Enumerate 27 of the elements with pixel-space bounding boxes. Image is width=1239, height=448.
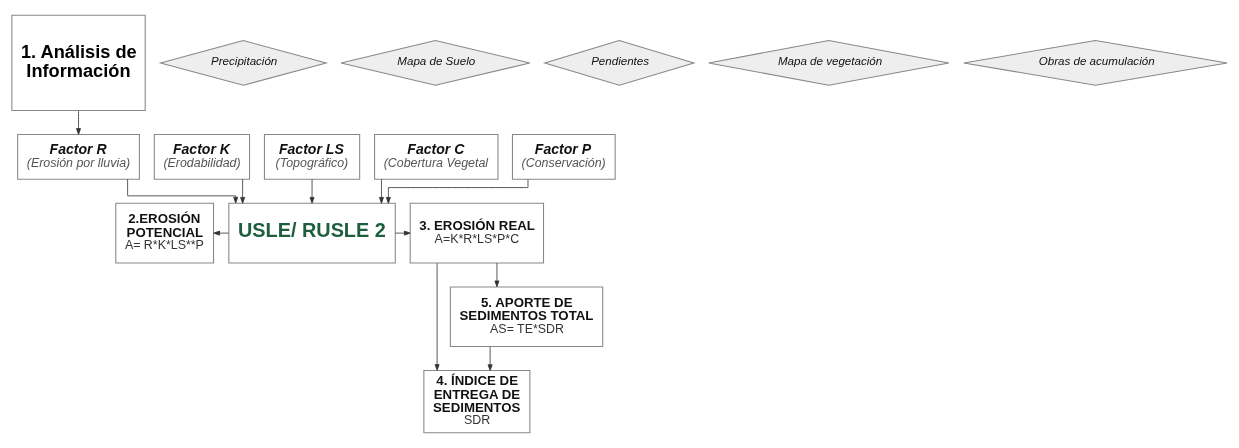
node-box: Factor LS (Topográfico) [263, 134, 361, 180]
node-diamond: Precipitación [158, 40, 329, 86]
arrow [240, 178, 246, 204]
node-diamond: Obras de acumulación [963, 40, 1228, 86]
node-diamond: Mapa de Suelo [340, 40, 531, 86]
arrow [213, 230, 230, 236]
node-box: Factor P (Conservación) [511, 134, 616, 180]
arrow [395, 230, 411, 236]
arrow [76, 110, 81, 135]
node-diamond: Pendientes [542, 40, 696, 86]
arrow [309, 178, 315, 204]
node-box: Factor K (Erodabilidad) [153, 134, 251, 180]
arrow [434, 262, 440, 371]
arrow [494, 262, 500, 288]
node-diamond: Mapa de vegetación [708, 40, 950, 86]
node-box: 5. APORTE DE SEDIMENTOS TOTAL AS= TE*SDR [449, 286, 604, 348]
node-box: 4. ÍNDICE DE ENTREGA DE SEDIMENTOS SDR [423, 370, 531, 434]
node-box: Factor C (Cobertura Vegetal [374, 134, 499, 180]
node-box: 3. EROSIÓN REAL A=K*R*LS*P*C [409, 202, 545, 264]
node-box: 2.EROSIÓN POTENCIAL A= R*K*LS**P [115, 202, 215, 264]
arrow [379, 178, 384, 204]
node-box: Factor R (Erosión por lluvia) [17, 134, 140, 180]
arrow [487, 346, 493, 371]
arrow [127, 178, 239, 204]
node-box: 1. Análisis de Información [11, 14, 146, 112]
node-box: USLE/ RUSLE 2 [228, 202, 396, 264]
arrow [385, 179, 529, 204]
